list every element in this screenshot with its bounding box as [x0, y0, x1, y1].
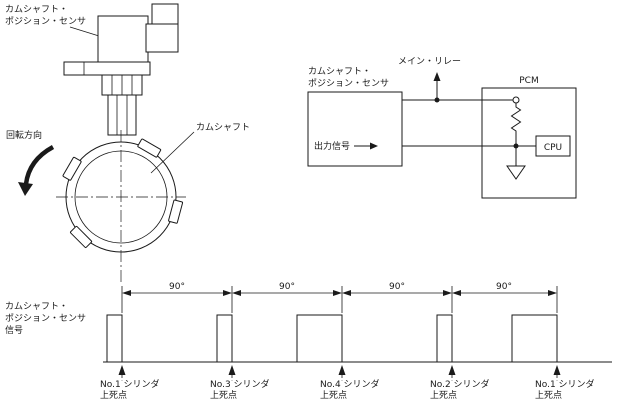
sensor-head — [97, 15, 149, 63]
camshaft-label: カムシャフト — [196, 122, 250, 133]
sensor-flange — [63, 61, 151, 76]
sensor-tip — [107, 94, 137, 136]
circuit-diagram: カムシャフト・ ポジション・センサ メイン・リレー PCM CPU 出力信号 — [307, 57, 577, 199]
tdc-label-line2: 上死点 — [430, 390, 457, 401]
wheel-tooth — [62, 156, 82, 181]
circuit-sensor-label-line1: カムシャフト・ — [308, 66, 371, 77]
output-signal-label: 出力信号 — [314, 140, 350, 152]
dim-span-3: 90° — [342, 282, 452, 296]
dim-arrowhead-icon — [232, 290, 241, 296]
sensor-connector — [145, 23, 179, 53]
tdc-marker — [118, 365, 126, 381]
rotation-arrowhead-icon — [18, 182, 33, 196]
dim-span-1: 90° — [122, 282, 232, 296]
dim-arrowhead-icon — [223, 290, 232, 296]
tdc-arrowhead-icon — [448, 365, 456, 375]
pcm-pin-circle — [512, 96, 520, 104]
signal-label-line2: ポジション・センサ — [5, 313, 86, 324]
ground-icon — [506, 165, 526, 180]
dim-span-4: 90° — [452, 282, 557, 296]
tdc-label-line2: 上死点 — [535, 390, 562, 401]
degree-label: 90° — [389, 282, 405, 292]
dim-arrowhead-icon — [333, 290, 342, 296]
wheel-tooth — [168, 199, 184, 224]
tdc-label-line2: 上死点 — [320, 390, 347, 401]
degree-label: 90° — [169, 282, 185, 292]
tdc-label-line1: No.1 シリンダ — [535, 378, 595, 390]
main-relay-label: メイン・リレー — [398, 57, 461, 67]
sensor-drawing-label-line1: カムシャフト・ — [5, 4, 68, 15]
sensor-drawing-label-line2: ポジション・センサ — [5, 16, 86, 27]
tdc-label-line1: No.2 シリンダ — [430, 378, 490, 390]
degree-label: 90° — [279, 282, 295, 292]
dim-arrowhead-icon — [548, 290, 557, 296]
output-arrowhead-icon — [370, 142, 378, 150]
dim-arrowhead-icon — [122, 290, 131, 296]
sensor-box — [307, 91, 403, 167]
pcm-label: PCM — [519, 76, 538, 86]
tdc-label-line1: No.4 シリンダ — [320, 378, 380, 390]
tdc-marker — [338, 365, 346, 381]
tdc-marker — [553, 365, 561, 381]
tdc-marker — [228, 365, 236, 381]
tdc-arrowhead-icon — [228, 365, 236, 375]
junction-dot — [513, 143, 519, 149]
tdc-arrowhead-icon — [553, 365, 561, 375]
wheel-tooth — [70, 225, 93, 248]
cpu-label: CPU — [544, 143, 562, 153]
camshaft-label-leader — [150, 131, 195, 174]
tdc-arrowhead-icon — [338, 365, 346, 375]
waveform-trace — [105, 314, 612, 363]
tdc-label-line2: 上死点 — [210, 390, 237, 401]
dim-arrowhead-icon — [342, 290, 351, 296]
tdc-label-line1: No.3 シリンダ — [210, 378, 270, 390]
resistor-icon — [510, 103, 522, 146]
sensor-label-leader — [69, 26, 100, 37]
main-relay-arrowhead-icon — [433, 72, 441, 81]
dimension-extension-lines — [121, 286, 558, 313]
circuit-sensor-label-line2: ポジション・センサ — [308, 78, 389, 89]
tdc-label-line1: No.1 シリンダ — [100, 378, 160, 390]
tdc-label-line2: 上死点 — [100, 390, 127, 401]
wheel-tooth — [137, 138, 162, 158]
signal-label-line3: 信号 — [5, 324, 23, 336]
waveform-section: カムシャフト・ ポジション・センサ 信号 90° 90° — [5, 282, 612, 401]
degree-label: 90° — [496, 282, 512, 292]
dim-arrowhead-icon — [443, 290, 452, 296]
tdc-arrowhead-icon — [118, 365, 126, 375]
cpu-box — [535, 135, 571, 157]
rotation-direction-label: 回転方向 — [6, 129, 42, 141]
sensor-connector-top — [151, 3, 179, 25]
camshaft-wheel — [56, 130, 186, 284]
rotation-arrow — [23, 145, 55, 185]
tdc-marker — [448, 365, 456, 381]
signal-label-line1: カムシャフト・ — [5, 301, 68, 312]
dim-span-2: 90° — [232, 282, 342, 296]
camshaft-sensor-drawing: カムシャフト・ ポジション・センサ カムシャフト 回転方向 — [5, 3, 250, 284]
dim-arrowhead-icon — [452, 290, 461, 296]
